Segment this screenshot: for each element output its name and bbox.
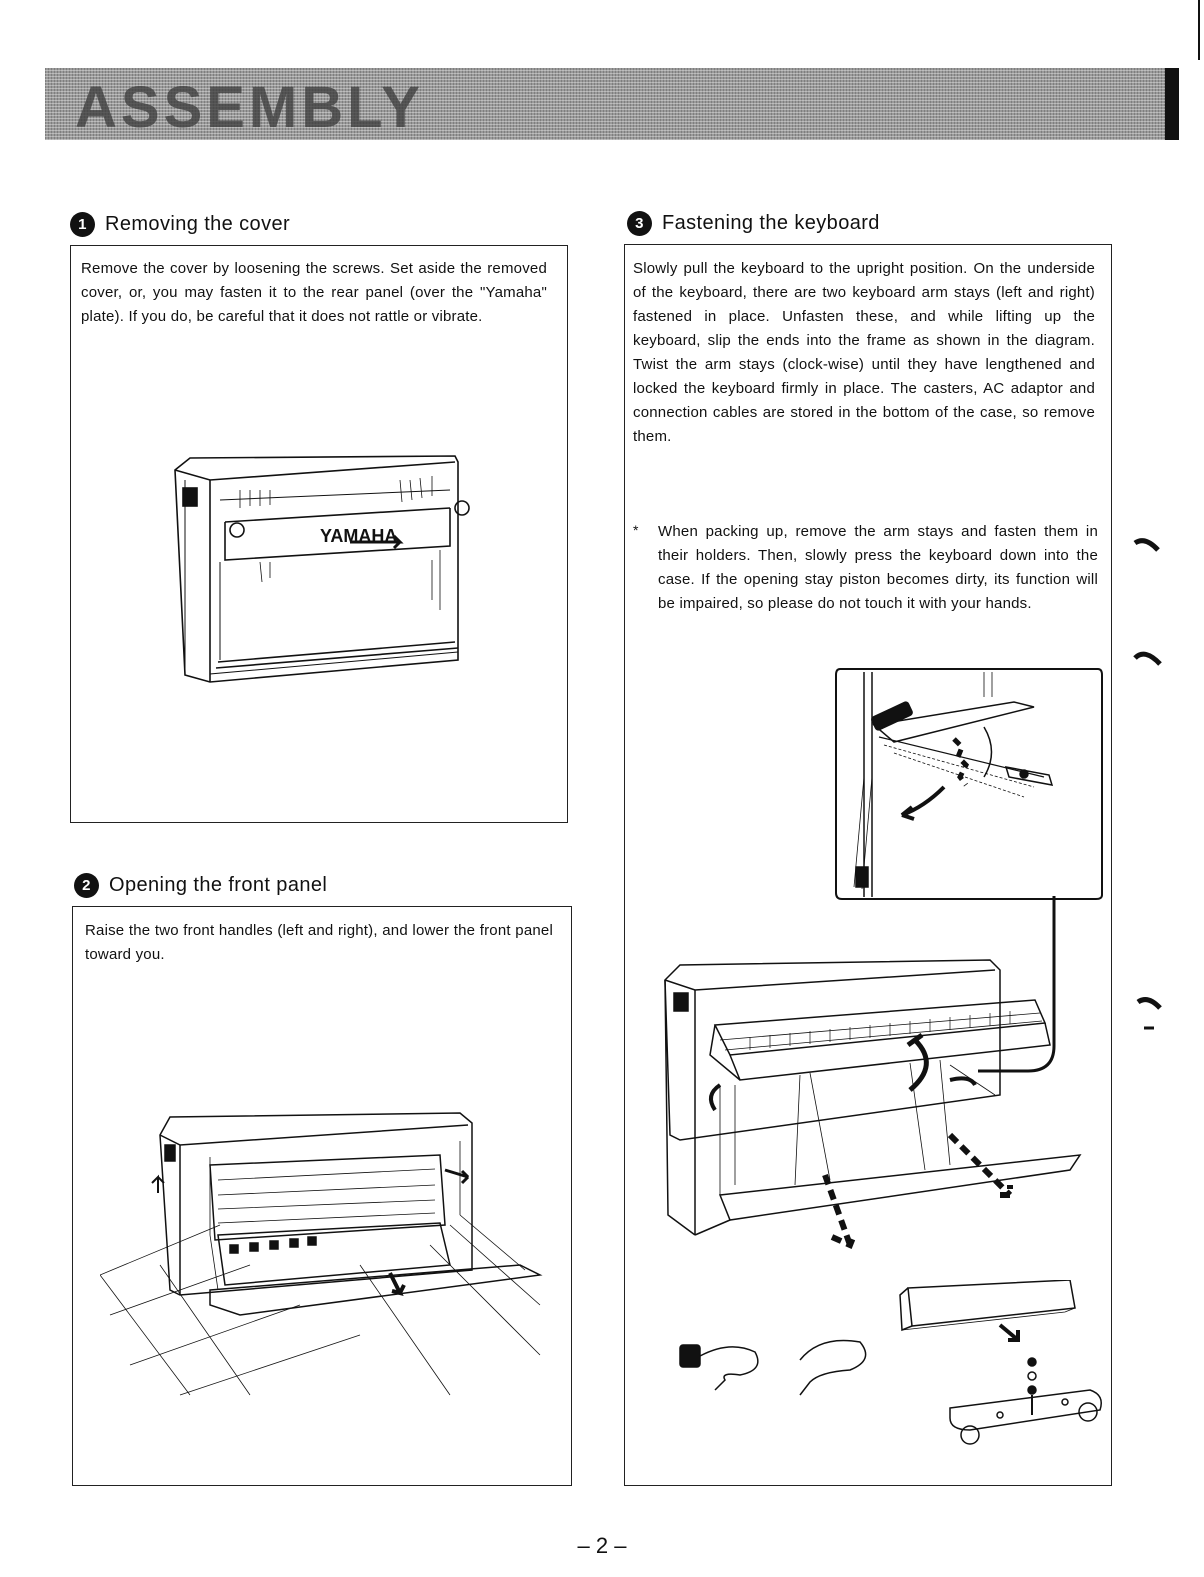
keyboard-illustration <box>664 959 1082 1250</box>
margin-registration-marks <box>1133 538 1162 666</box>
ac-adaptor-icon <box>679 1344 701 1368</box>
section-2-title: Opening the front panel <box>109 874 328 896</box>
detail-leader-line <box>978 896 1056 1073</box>
section-2-heading: 2 Opening the front panel <box>74 873 327 898</box>
section-1-text: Remove the cover by loosening the screws… <box>81 260 547 325</box>
section-2-box <box>72 906 572 1486</box>
section-3-number: 3 <box>627 211 652 236</box>
section-2-text: Raise the two front handles (left and ri… <box>85 922 553 963</box>
assembly-banner: ASSEMBLY <box>45 68 1179 140</box>
section-2-number: 2 <box>74 873 99 898</box>
section-3-title: Fastening the keyboard <box>662 212 880 234</box>
accessories-illustration <box>679 1280 1102 1445</box>
corner-mark <box>1198 0 1200 60</box>
page-number: – 2 – <box>577 1533 627 1558</box>
cover-brand-label: YAMAHA <box>320 526 397 546</box>
banner-title: ASSEMBLY <box>75 75 424 140</box>
section-3-heading: 3 Fastening the keyboard <box>627 211 880 236</box>
section-1-title: Removing the cover <box>105 213 291 235</box>
section-1-heading: 1 Removing the cover <box>70 212 290 237</box>
cable-icon <box>799 1339 867 1396</box>
front-panel-illustration <box>100 1112 543 1396</box>
section-1-box <box>70 245 568 823</box>
margin-registration-mark-lower <box>1136 997 1162 1030</box>
banner-edge <box>1165 68 1179 140</box>
caster-box-icon <box>907 1280 1076 1327</box>
section-1-number: 1 <box>70 212 95 237</box>
section-3-note: When packing up, remove the arm stays an… <box>658 523 1098 612</box>
cover-illustration: YAMAHA <box>174 455 470 683</box>
section-3-box <box>624 244 1112 1486</box>
arm-stay-detail-illustration <box>835 668 1103 900</box>
section-3-text: Slowly pull the keyboard to the upright … <box>633 260 1095 445</box>
caster-bar-icon <box>949 1389 1102 1431</box>
section-3-note-marker: * <box>633 522 639 538</box>
